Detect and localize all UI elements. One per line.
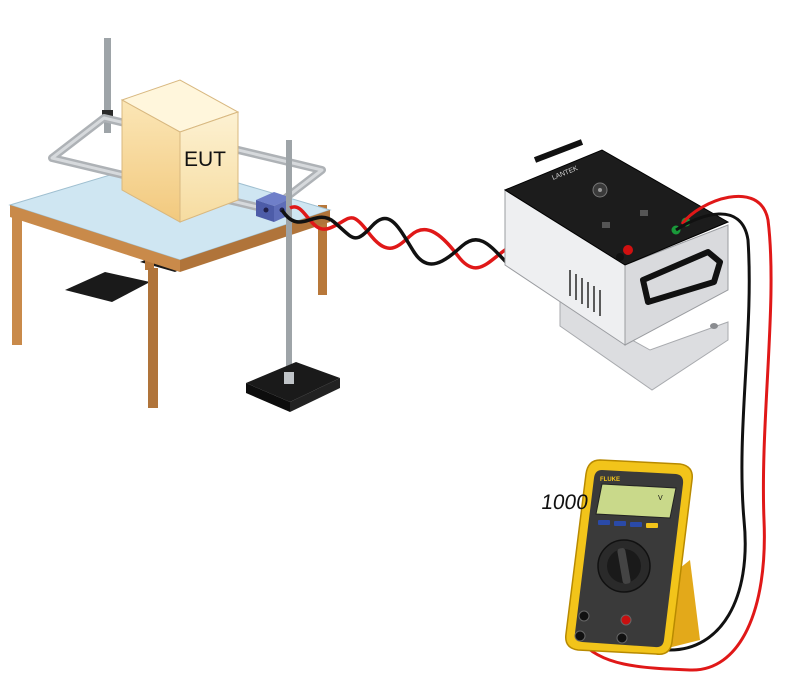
eut-label: EUT xyxy=(184,148,226,171)
multimeter-dial xyxy=(597,539,651,593)
multimeter-jacks xyxy=(574,610,632,644)
multimeter-display: 1000 V xyxy=(540,483,677,519)
generator-red-terminal xyxy=(616,245,633,261)
multimeter-unit: V xyxy=(658,495,663,502)
multimeter: FLUKE 1000 V xyxy=(540,459,700,655)
multimeter-brand: FLUKE xyxy=(600,477,620,483)
eut-box: EUT xyxy=(120,79,240,223)
multimeter-reading: 1000 xyxy=(540,491,590,514)
probe-stand xyxy=(246,140,340,412)
current-generator: LANTEK xyxy=(503,139,730,391)
